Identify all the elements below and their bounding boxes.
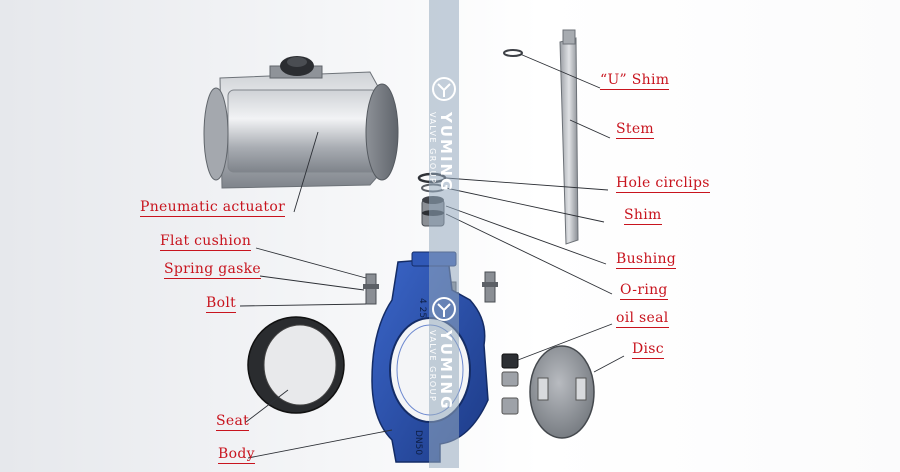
bolt-left-part [363,273,379,305]
u-shim-part [503,49,523,57]
label-oil-seal: oil seal [616,310,669,328]
body-top-marking: 4 25 [417,298,427,318]
label-flat-cushion: Flat cushion [160,233,252,251]
label-o-ring: O-ring [620,282,668,300]
label-hole-circlips: Hole circlips [616,175,710,193]
watermark-brand: YUMING [437,112,455,193]
seat-part [247,316,345,414]
label-u-shim: “U” Shim [600,72,670,90]
body-bottom-marking: DN50 [413,430,423,455]
watermark-group: VALVE GROUP [428,112,437,185]
leader-lines [239,53,625,459]
disc-part [529,345,595,439]
label-stem: Stem [616,121,654,139]
label-disc: Disc [632,341,664,359]
label-pneumatic-actuator: Pneumatic actuator [140,199,286,217]
brand-logo-icon-lower [432,297,456,321]
bolt-right-part [482,271,498,303]
label-shim: Shim [624,207,662,225]
label-spring-gasket: Spring gaske [164,261,262,279]
label-body: Body [218,446,255,464]
label-bushing: Bushing [616,251,677,269]
label-seat: Seat [216,413,250,431]
watermark-group-lower: VALVE GROUP [428,330,437,403]
brand-logo-icon [432,77,456,101]
pneumatic-actuator-part [203,56,399,189]
watermark-brand-lower: YUMING [437,330,455,411]
label-bolt: Bolt [206,295,237,313]
stem-part [559,29,579,245]
watermark-band: YUMING VALVE GROUP YUMING VALVE GROUP [428,0,459,468]
oil-seal-part [501,353,519,415]
